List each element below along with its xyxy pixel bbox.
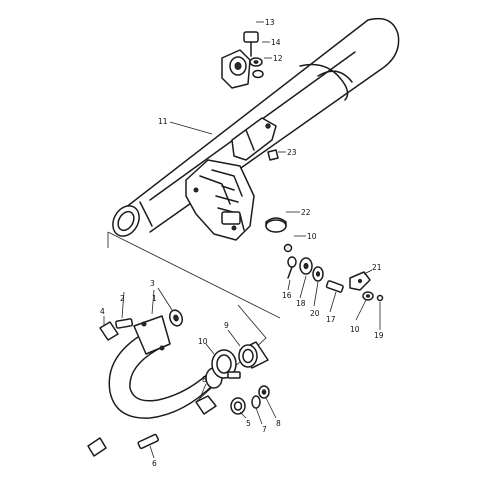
callout-1: 1 — [152, 294, 157, 303]
callout-18: 18 — [296, 299, 306, 308]
callout-17: 17 — [326, 315, 336, 324]
clip-23 — [267, 149, 279, 161]
clamp-10 — [211, 349, 241, 379]
protector-body — [185, 159, 255, 241]
bolt-2 — [115, 318, 134, 329]
washer-10-lower — [362, 291, 374, 301]
callout-10-clamp: 10 — [198, 337, 208, 346]
washer-7 — [251, 395, 261, 409]
stud-4 — [99, 321, 119, 341]
nut-19 — [376, 294, 384, 302]
washer-14 — [249, 57, 263, 67]
callout-21: 21 — [372, 263, 382, 272]
bolt-13 — [243, 31, 259, 57]
joint-8 — [238, 341, 269, 369]
grommet-18 — [299, 257, 313, 275]
callout-23: 23 — [287, 148, 297, 157]
callout-6: 6 — [152, 459, 157, 468]
upper-mount-bracket — [221, 49, 251, 89]
callout-5: 5 — [246, 419, 251, 428]
bolt-10-upper — [283, 243, 293, 253]
callout-13: 13 — [265, 18, 275, 27]
leader-lines — [103, 21, 381, 459]
exhaust-pipe — [108, 315, 223, 419]
bracket-21 — [349, 271, 371, 291]
muffler-hanger — [231, 117, 277, 161]
callout-7: 7 — [262, 425, 267, 434]
gasket-3 — [168, 309, 184, 327]
bolt-17 — [325, 280, 344, 293]
callout-14: 14 — [271, 38, 281, 47]
spring-clip — [87, 437, 107, 457]
callout-22: 22 — [301, 208, 311, 217]
callout-12: 12 — [273, 54, 283, 63]
callout-8: 8 — [276, 419, 281, 428]
muffler — [112, 17, 400, 237]
callout-10-lower: 10 — [350, 325, 360, 334]
nut-12 — [252, 69, 264, 79]
callout-20: 20 — [310, 309, 320, 318]
collar-16 — [287, 256, 297, 279]
callout-4: 4 — [100, 307, 105, 316]
damper-22 — [265, 217, 287, 233]
callout-3: 3 — [150, 279, 155, 288]
callout-labels: 13 14 12 11 23 22 10 21 16 18 20 17 10 1… — [100, 18, 384, 468]
callout-19: 19 — [374, 331, 384, 340]
washer-15 — [312, 266, 324, 282]
callout-10-upper: 10 — [307, 232, 317, 241]
callout-8-pipe: 8 — [202, 375, 207, 384]
assembly-guide-lines — [107, 231, 281, 403]
nut-8 — [258, 385, 270, 399]
bolt-6 — [137, 433, 160, 450]
callout-2: 2 — [120, 294, 125, 303]
callout-16: 16 — [282, 291, 292, 300]
callout-9: 9 — [224, 321, 229, 330]
callout-11: 11 — [158, 117, 168, 126]
protector-bracket-9 — [195, 395, 217, 415]
sleeve-5 — [230, 397, 246, 415]
